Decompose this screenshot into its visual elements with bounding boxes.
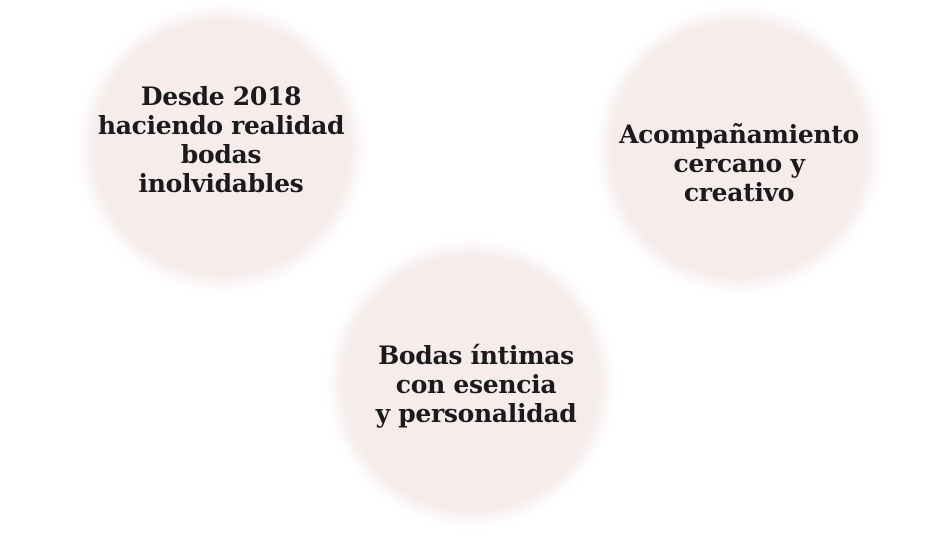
feature-line: bodas bbox=[180, 140, 262, 169]
feature-line: inolvidables bbox=[138, 169, 304, 198]
feature-line: Desde 2018 bbox=[140, 82, 302, 111]
feature-line: y personalidad bbox=[375, 398, 577, 428]
feature-line: haciendo realidad bbox=[97, 111, 345, 140]
feature-line: cercano y bbox=[673, 148, 805, 178]
feature-bubble-accompaniment: Acompañamiento cercano y creativo bbox=[611, 22, 867, 278]
feature-bubble-intimate-weddings: Bodas íntimas con esencia y personalidad bbox=[343, 255, 599, 511]
feature-bubble-text: Acompañamiento cercano y creativo bbox=[619, 120, 859, 207]
feature-line: Acompañamiento bbox=[619, 119, 859, 149]
feature-line: con esencia bbox=[395, 369, 557, 399]
feature-bubble-text: Bodas íntimas con esencia y personalidad bbox=[376, 341, 577, 428]
feature-bubble-since-2018: Desde 2018 haciendo realidad bodas inolv… bbox=[94, 20, 350, 276]
feature-bubble-text: Desde 2018 haciendo realidad bodas inolv… bbox=[97, 82, 345, 198]
feature-line: creativo bbox=[683, 177, 795, 207]
feature-line: Bodas íntimas bbox=[378, 340, 574, 370]
